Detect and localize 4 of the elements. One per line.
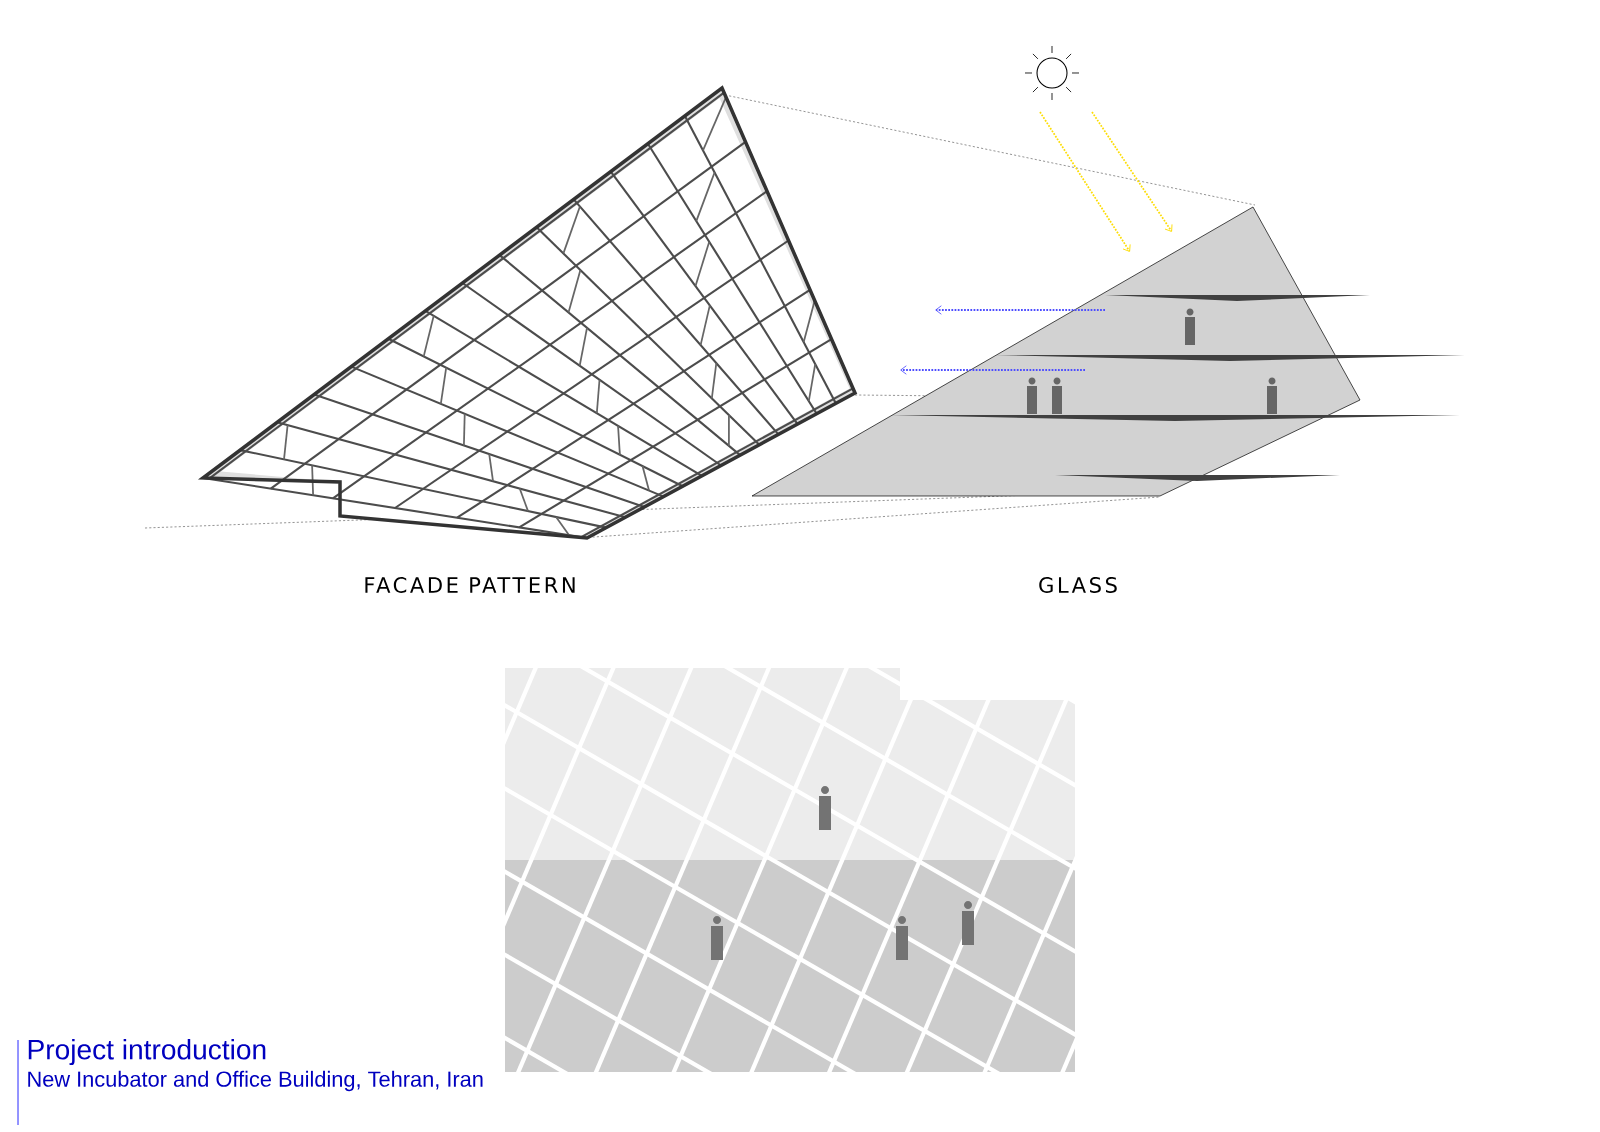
footer-text: New Incubator and Office Building, Tehran, Iran (28, 1070, 483, 1092)
view-label: FACADE PATTERN (365, 577, 575, 593)
view-label: GLASS (1039, 577, 1117, 593)
footer-heading: Project introduction (28, 1038, 266, 1066)
